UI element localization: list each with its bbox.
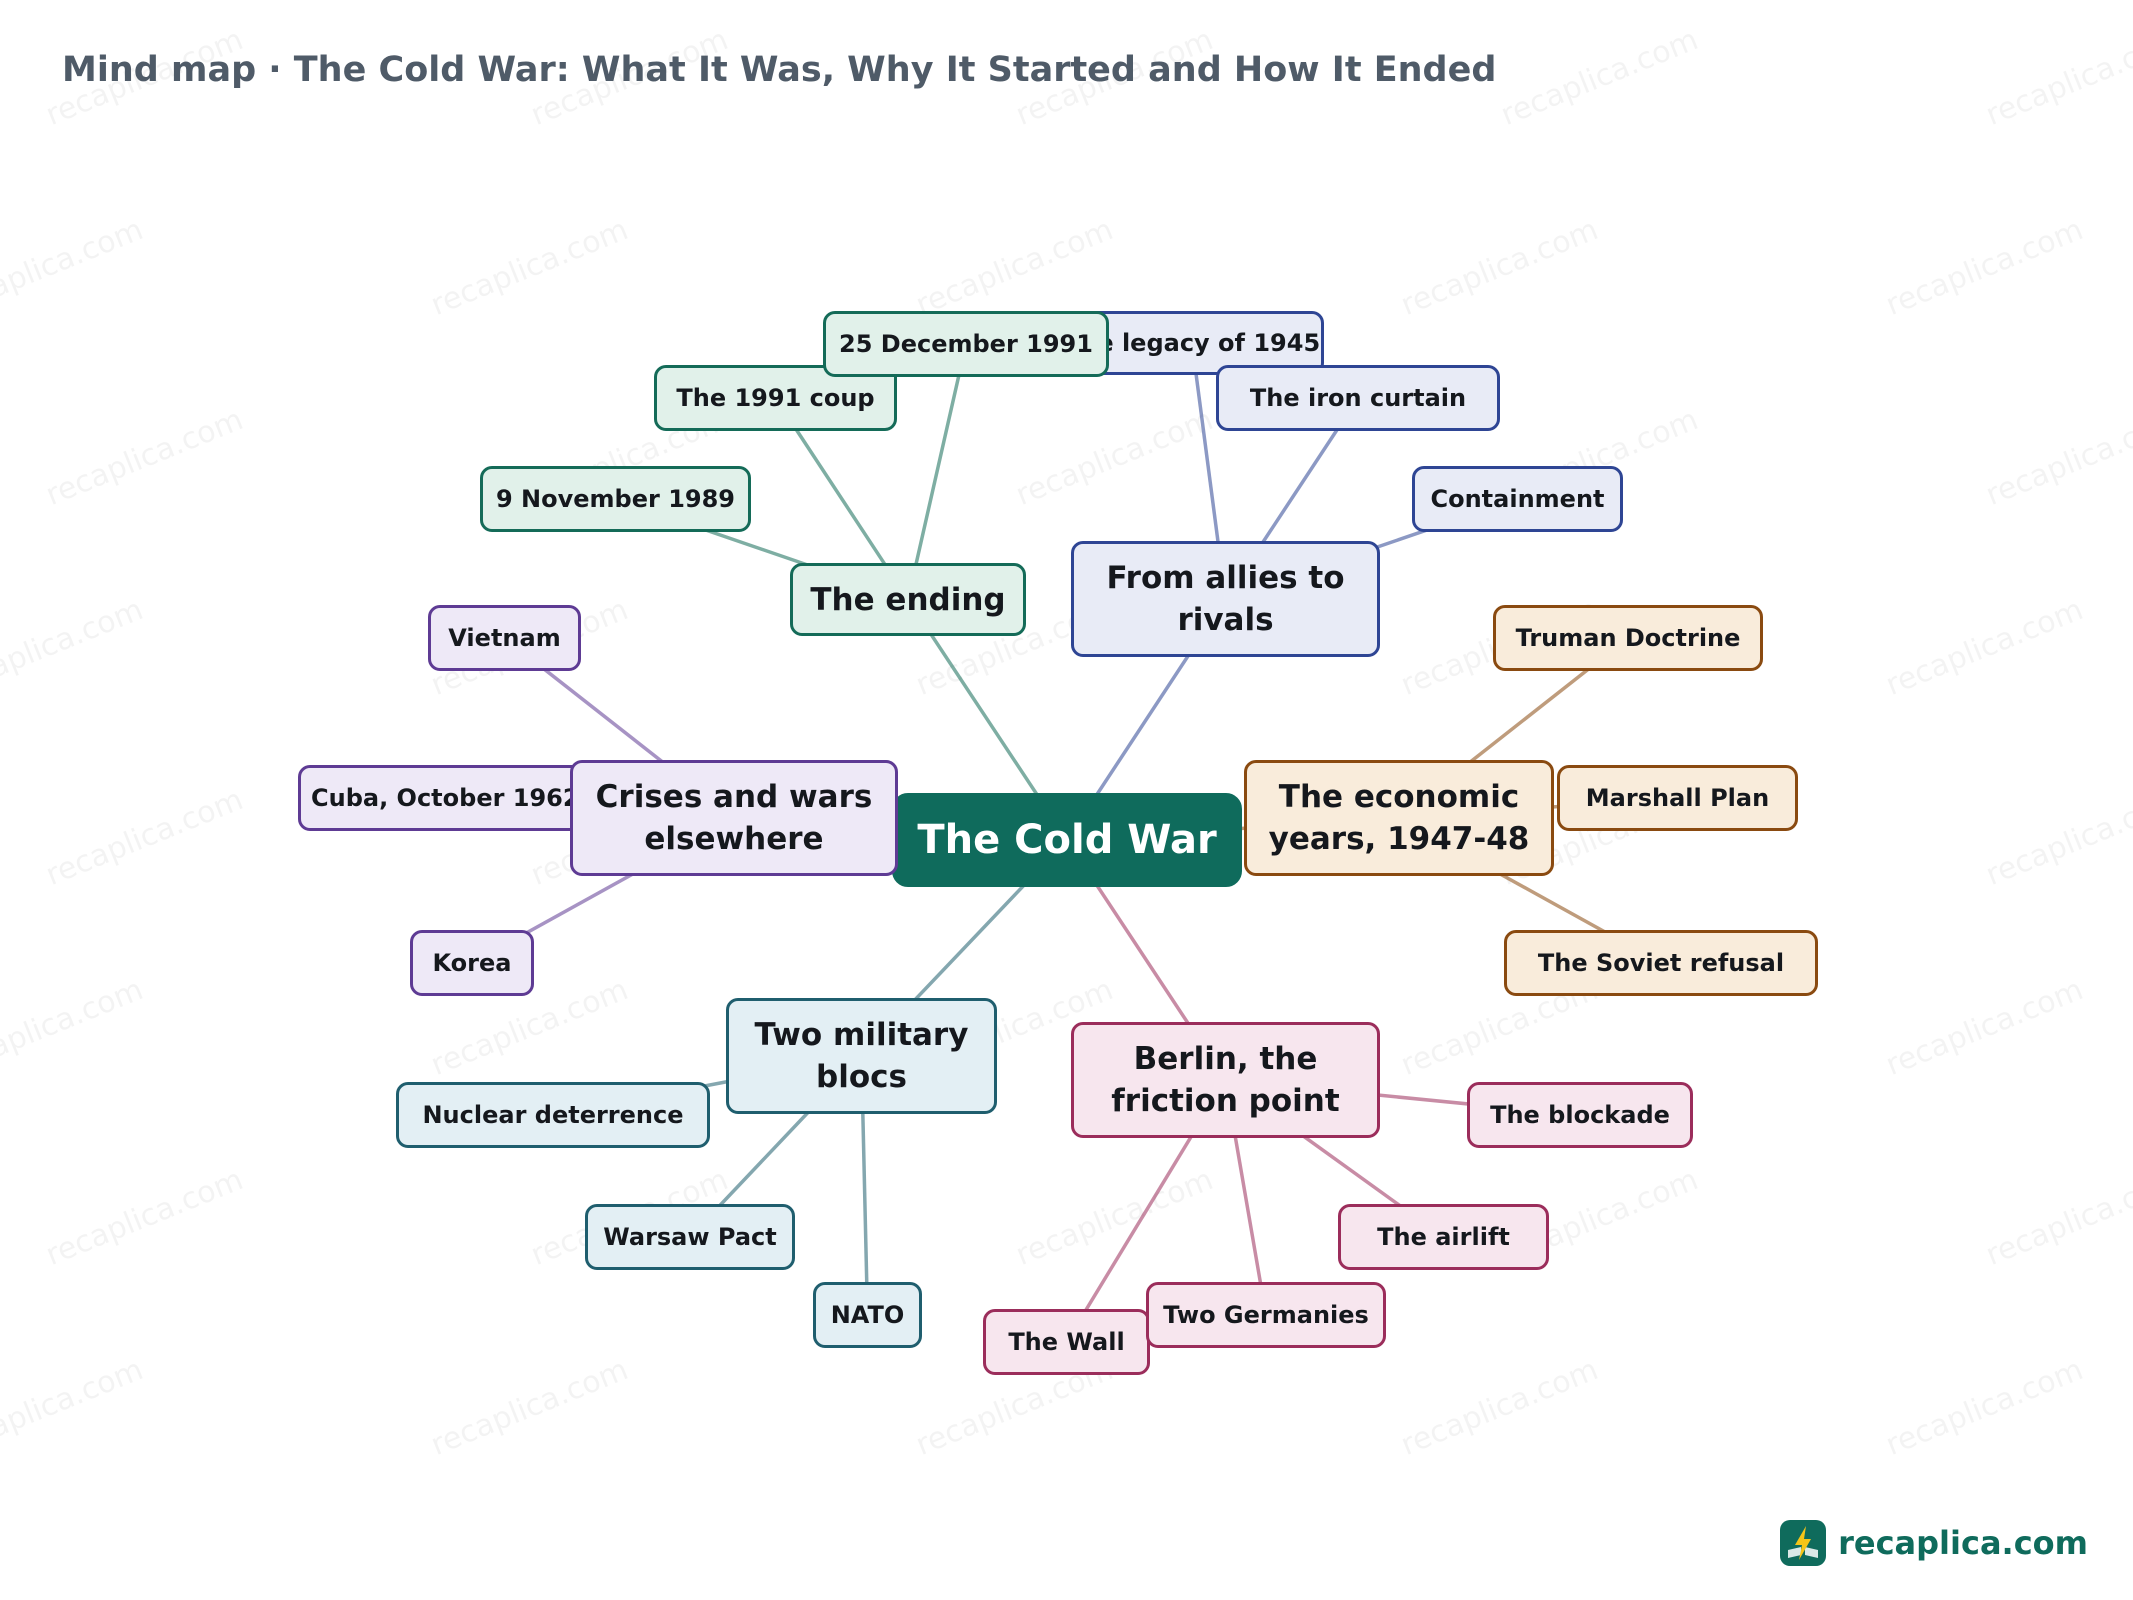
root-node[interactable]: The Cold War [892, 793, 1242, 887]
leaf-warsaw-pact[interactable]: Warsaw Pact [585, 1204, 795, 1270]
leaf-the-blockade[interactable]: The blockade [1467, 1082, 1693, 1148]
leaf-cuba-october-1962[interactable]: Cuba, October 1962 [298, 765, 598, 831]
leaf-1991-coup[interactable]: The 1991 coup [654, 365, 897, 431]
branch-economic-years[interactable]: The economic years, 1947-48 [1244, 760, 1554, 876]
leaf-the-wall[interactable]: The Wall [983, 1309, 1150, 1375]
branch-berlin-friction-point[interactable]: Berlin, the friction point [1071, 1022, 1380, 1138]
branch-two-military-blocs[interactable]: Two military blocs [726, 998, 997, 1114]
leaf-nuclear-deterrence[interactable]: Nuclear deterrence [396, 1082, 710, 1148]
branch-from-allies-to-rivals[interactable]: From allies to rivals [1071, 541, 1380, 657]
leaf-truman-doctrine[interactable]: Truman Doctrine [1493, 605, 1763, 671]
leaf-vietnam[interactable]: Vietnam [428, 605, 581, 671]
leaf-the-airlift[interactable]: The airlift [1338, 1204, 1549, 1270]
leaf-nato[interactable]: NATO [813, 1282, 922, 1348]
branch-the-ending[interactable]: The ending [790, 563, 1026, 636]
leaf-two-germanies[interactable]: Two Germanies [1146, 1282, 1386, 1348]
leaf-soviet-refusal[interactable]: The Soviet refusal [1504, 930, 1818, 996]
brand-name: recaplica.com [1838, 1524, 2088, 1562]
lightning-book-icon [1780, 1520, 1827, 1566]
brand[interactable]: recaplica.com [1780, 1520, 2088, 1566]
leaf-iron-curtain[interactable]: The iron curtain [1216, 365, 1500, 431]
connector-leaf-25-december-1991 [906, 343, 968, 600]
leaf-korea[interactable]: Korea [410, 930, 534, 996]
leaf-9-november-1989[interactable]: 9 November 1989 [480, 466, 751, 532]
leaf-25-december-1991[interactable]: 25 December 1991 [823, 311, 1109, 377]
page-title: Mind map · The Cold War: What It Was, Wh… [62, 50, 1497, 90]
leaf-containment[interactable]: Containment [1412, 466, 1623, 532]
leaf-marshall-plan[interactable]: Marshall Plan [1557, 765, 1798, 831]
branch-crises-and-wars[interactable]: Crises and wars elsewhere [570, 760, 898, 876]
